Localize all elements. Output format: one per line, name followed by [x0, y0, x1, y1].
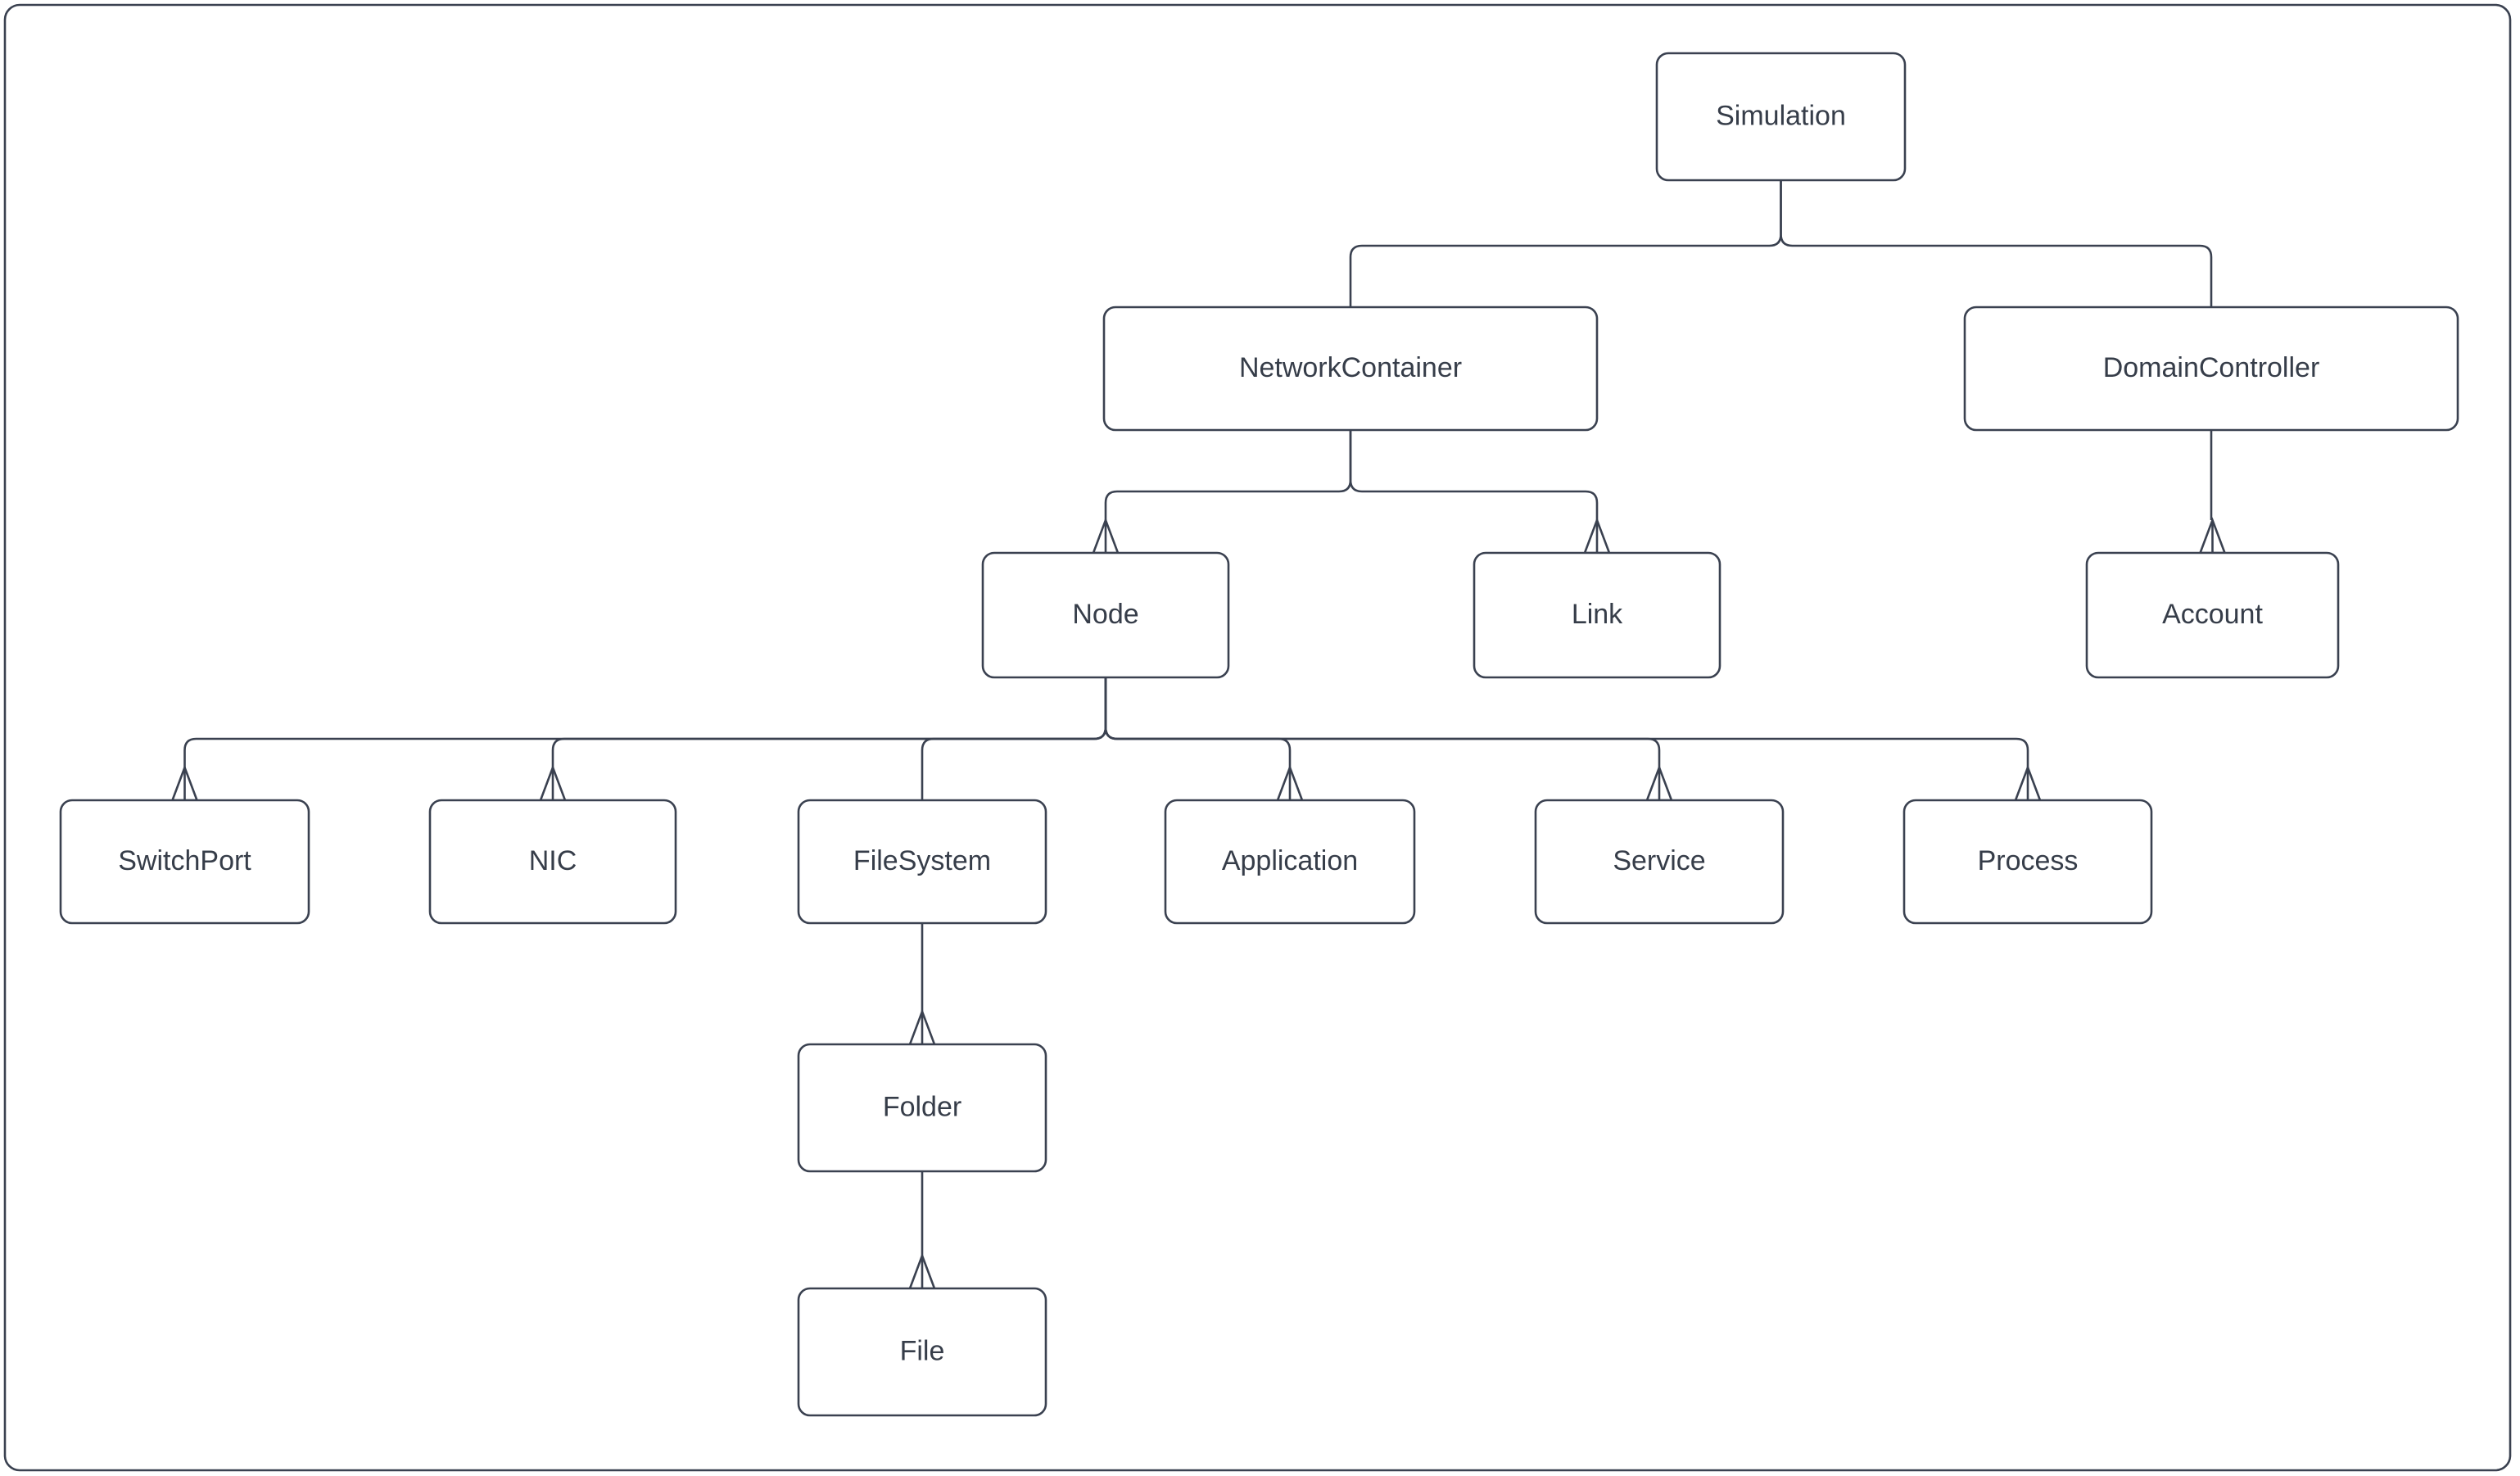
- class-box-node[interactable]: [981, 551, 1230, 679]
- class-box-domaincontroller[interactable]: [1963, 306, 2459, 432]
- class-node-link[interactable]: Link: [1473, 551, 1721, 679]
- class-label-service: Service: [1613, 845, 1705, 876]
- class-node-application[interactable]: Application: [1164, 799, 1416, 925]
- class-node-process[interactable]: Process: [1902, 799, 2153, 925]
- edge-node-to-filesystem: [921, 677, 1107, 800]
- class-node-switchport[interactable]: SwitchPort: [59, 799, 310, 925]
- class-node-simulation[interactable]: Simulation: [1655, 52, 1907, 182]
- class-label-simulation: Simulation: [1716, 100, 1846, 131]
- class-box-account[interactable]: [2085, 551, 2340, 679]
- class-node-folder[interactable]: Folder: [797, 1043, 1047, 1173]
- class-label-folder: Folder: [883, 1091, 961, 1122]
- class-box-nic[interactable]: [428, 799, 677, 925]
- class-box-simulation[interactable]: [1655, 52, 1907, 182]
- class-label-networkcontainer: NetworkContainer: [1239, 352, 1462, 383]
- class-box-networkcontainer[interactable]: [1102, 306, 1599, 432]
- class-label-file: File: [900, 1335, 945, 1366]
- diagram-frame: [3, 3, 2512, 1472]
- class-label-domaincontroller: DomainController: [2103, 352, 2320, 383]
- edge-networkcontainer-to-link: [1349, 430, 1611, 555]
- class-box-link[interactable]: [1473, 551, 1721, 679]
- class-node-domaincontroller[interactable]: DomainController: [1963, 306, 2459, 432]
- class-label-nic: NIC: [529, 845, 577, 876]
- class-box-filesystem[interactable]: [797, 799, 1047, 925]
- class-box-file[interactable]: [797, 1287, 1047, 1417]
- edge-domaincontroller-to-account: [2198, 430, 2227, 555]
- class-label-process: Process: [1978, 845, 2079, 876]
- class-label-node: Node: [1072, 599, 1138, 630]
- class-node-file[interactable]: File: [797, 1287, 1047, 1417]
- class-label-switchport: SwitchPort: [118, 845, 251, 876]
- class-node-node[interactable]: Node: [981, 551, 1230, 679]
- class-label-link: Link: [1572, 599, 1623, 630]
- class-box-service[interactable]: [1534, 799, 1785, 925]
- class-node-account[interactable]: Account: [2085, 551, 2340, 679]
- edge-filesystem-to-folder: [908, 923, 936, 1046]
- edge-folder-to-file: [908, 1171, 936, 1290]
- class-box-process[interactable]: [1902, 799, 2153, 925]
- class-node-filesystem[interactable]: FileSystem: [797, 799, 1047, 925]
- class-label-account: Account: [2162, 599, 2263, 630]
- edge-simulation-to-networkcontainer: [1349, 180, 1782, 307]
- class-node-service[interactable]: Service: [1534, 799, 1785, 925]
- class-label-filesystem: FileSystem: [853, 845, 991, 876]
- edge-node-to-process: [1104, 677, 2042, 802]
- class-label-application: Application: [1222, 845, 1358, 876]
- class-box-folder[interactable]: [797, 1043, 1047, 1173]
- edge-simulation-to-domaincontroller: [1780, 180, 2213, 307]
- class-node-networkcontainer[interactable]: NetworkContainer: [1102, 306, 1599, 432]
- edge-networkcontainer-to-node: [1092, 430, 1352, 555]
- class-box-application[interactable]: [1164, 799, 1416, 925]
- class-node-nic[interactable]: NIC: [428, 799, 677, 925]
- class-box-switchport[interactable]: [59, 799, 310, 925]
